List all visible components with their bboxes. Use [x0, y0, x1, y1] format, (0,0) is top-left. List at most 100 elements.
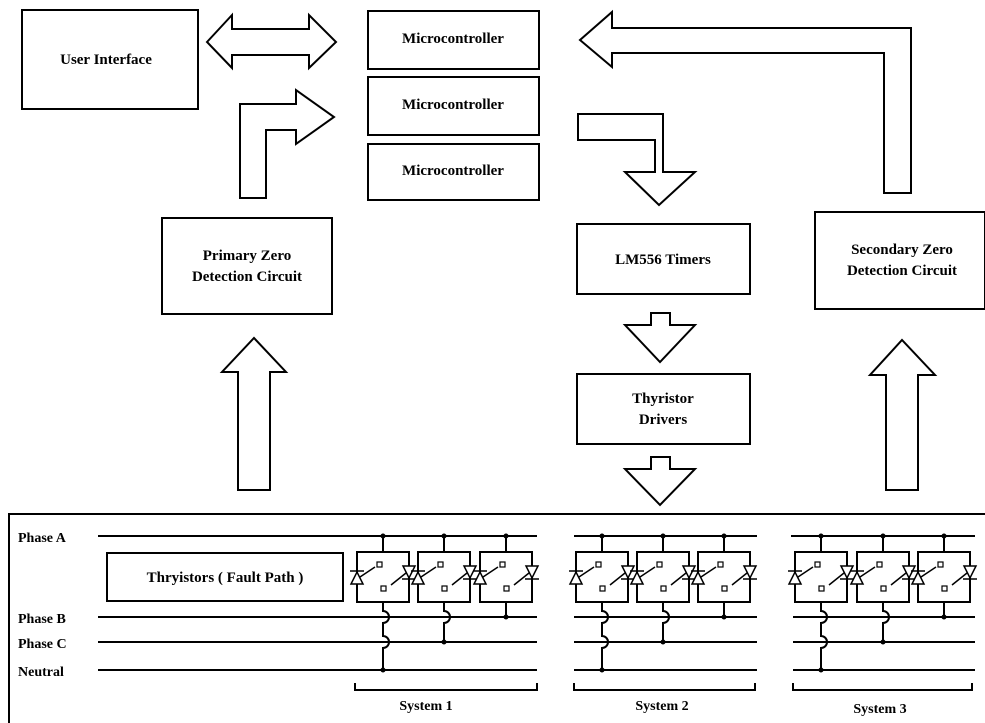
- secondary-to-mcu-arrow: [578, 9, 912, 194]
- thyristor-symbol-left: [410, 570, 426, 585]
- module-bottom-lead: [443, 602, 451, 642]
- module-bottom-lead: [662, 602, 670, 642]
- thyristor-module: [690, 533, 758, 620]
- system-2-group: System 2: [573, 683, 756, 714]
- microcontroller-block-2: Microcontroller: [367, 76, 540, 136]
- microcontroller-1-label: Microcontroller: [402, 31, 504, 47]
- fault-path-box: Thryistors ( Fault Path ): [106, 552, 344, 602]
- junction-dot: [380, 533, 386, 539]
- power-to-secondary-arrow: [867, 338, 938, 491]
- gate-lead-right: [670, 572, 687, 586]
- thyristor-symbol-right: [524, 565, 540, 580]
- thyristor-symbol-right: [681, 565, 697, 580]
- junction-dot: [818, 533, 824, 539]
- phase-a-label: Phase A: [18, 531, 67, 546]
- junction-dot: [660, 639, 666, 645]
- microcontroller-3-label: Microcontroller: [402, 163, 504, 179]
- secondary-zero-label-1: Secondary Zero: [851, 242, 953, 258]
- thyristor-symbol-left: [849, 570, 865, 585]
- module-bottom-lead: [382, 602, 390, 670]
- junction-dot: [818, 667, 824, 673]
- phase-b-label: Phase B: [18, 612, 66, 627]
- primary-zero-detection-block: Primary Zero Detection Circuit: [161, 217, 333, 315]
- secondary-zero-label-2: Detection Circuit: [847, 263, 957, 279]
- gate-lead-left: [639, 566, 656, 578]
- thyristor-module: [787, 533, 855, 673]
- thyristor-symbol-right: [462, 565, 478, 580]
- thyristor-module: [910, 533, 978, 620]
- module-bottom-lead: [882, 602, 890, 642]
- thyristor-symbol-left: [910, 570, 926, 585]
- junction-dot: [941, 533, 947, 539]
- gate-terminal-right: [441, 585, 448, 592]
- microcontroller-2-label: Microcontroller: [402, 97, 504, 113]
- user-interface-label: User Interface: [60, 52, 152, 68]
- gate-lead-right: [513, 572, 530, 586]
- gate-terminal-left: [376, 561, 383, 568]
- fault-path-label: Thryistors ( Fault Path ): [147, 570, 304, 586]
- gate-terminal-left: [814, 561, 821, 568]
- gate-lead-left: [359, 566, 376, 578]
- module-bottom-lead: [820, 602, 828, 670]
- gate-terminal-right: [660, 585, 667, 592]
- module-bottom-lead: [601, 602, 609, 670]
- phase-c-label: Phase C: [18, 637, 67, 652]
- junction-dot: [441, 639, 447, 645]
- secondary-zero-detection-block: Secondary Zero Detection Circuit: [814, 211, 985, 310]
- thyristor-drivers-label-2: Drivers: [639, 412, 687, 428]
- junction-dot: [599, 667, 605, 673]
- drivers-to-power-arrow: [622, 456, 698, 507]
- thyristor-symbol-left: [349, 570, 365, 585]
- gate-lead-right: [890, 572, 907, 586]
- microcontroller-block-1: Microcontroller: [367, 10, 540, 70]
- gate-terminal-right: [503, 585, 510, 592]
- thyristor-module: [849, 533, 917, 645]
- gate-terminal-left: [656, 561, 663, 568]
- thyristor-symbol-right: [620, 565, 636, 580]
- primary-to-mcu-arrow: [239, 88, 336, 199]
- junction-dot: [380, 667, 386, 673]
- gate-lead-right: [951, 572, 968, 586]
- junction-dot: [941, 614, 947, 620]
- thyristor-symbol-left: [472, 570, 488, 585]
- thyristor-symbol-left: [629, 570, 645, 585]
- thyristor-symbol-left: [787, 570, 803, 585]
- gate-terminal-right: [380, 585, 387, 592]
- neutral-label: Neutral: [18, 665, 64, 680]
- system-1-label: System 1: [399, 699, 452, 714]
- gate-lead-left: [420, 566, 437, 578]
- junction-dot: [721, 533, 727, 539]
- thyristor-symbol-right: [901, 565, 917, 580]
- gate-lead-right: [609, 572, 626, 586]
- gate-lead-right: [828, 572, 845, 586]
- ui-mcu-double-arrow: [205, 12, 338, 71]
- thyristor-symbol-right: [839, 565, 855, 580]
- mcu-to-lm556-arrow: [577, 113, 698, 207]
- junction-dot: [599, 533, 605, 539]
- gate-lead-left: [482, 566, 499, 578]
- gate-terminal-left: [717, 561, 724, 568]
- gate-terminal-left: [876, 561, 883, 568]
- power-section-frame: [8, 513, 985, 723]
- gate-lead-left: [920, 566, 937, 578]
- gate-terminal-right: [818, 585, 825, 592]
- user-interface-block: User Interface: [21, 9, 199, 110]
- gate-terminal-left: [595, 561, 602, 568]
- primary-zero-label-1: Primary Zero: [203, 248, 291, 264]
- thyristor-module: [568, 533, 636, 673]
- lm556-label: LM556 Timers: [615, 252, 711, 268]
- junction-dot: [441, 533, 447, 539]
- gate-terminal-right: [880, 585, 887, 592]
- system-1-group: System 1: [354, 683, 538, 714]
- power-to-primary-arrow: [219, 336, 289, 491]
- gate-terminal-left: [937, 561, 944, 568]
- lm556-timers-block: LM556 Timers: [576, 223, 751, 295]
- gate-terminal-left: [499, 561, 506, 568]
- junction-dot: [880, 533, 886, 539]
- junction-dot: [660, 533, 666, 539]
- junction-dot: [503, 614, 509, 620]
- gate-terminal-right: [599, 585, 606, 592]
- junction-dot: [721, 614, 727, 620]
- gate-lead-left: [700, 566, 717, 578]
